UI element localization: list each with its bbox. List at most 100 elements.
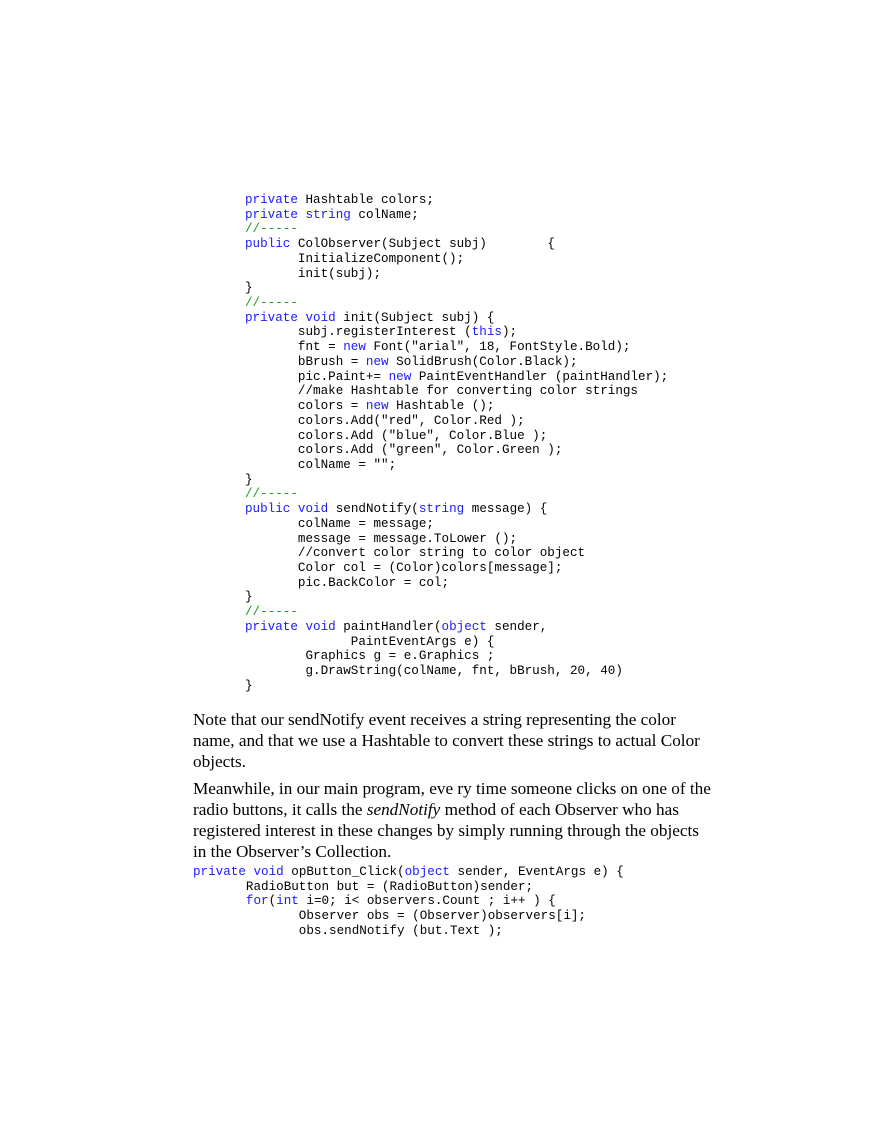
code-comment: //----- <box>245 605 298 620</box>
code-line: private void opButton_Click(object sende… <box>193 865 624 880</box>
code-line: bBrush = new SolidBrush(Color.Black); <box>245 355 668 370</box>
code-keyword: void <box>253 865 284 879</box>
code-text: //make Hashtable for converting color st… <box>245 384 638 399</box>
code-text: subj.registerInterest ( <box>245 325 472 340</box>
code-text: } <box>245 590 253 605</box>
code-line: colors.Add ("green", Color.Green ); <box>245 443 668 458</box>
code-text: colors.Add ("green", Color.Green ); <box>245 443 563 458</box>
code-line: RadioButton but = (RadioButton)sender; <box>193 880 624 895</box>
code-text: colors.Add ("blue", Color.Blue ); <box>245 428 548 443</box>
code-keyword: private <box>245 207 298 222</box>
code-line: private void init(Subject subj) { <box>245 311 668 326</box>
code-text: sender, EventArgs e) { <box>449 865 624 879</box>
paragraph-emphasis-sendnotify: sendNotify <box>366 800 441 820</box>
code-keyword: int <box>276 894 299 909</box>
code-text: message) { <box>464 502 548 517</box>
code-line: Graphics g = e.Graphics ; <box>245 649 668 664</box>
code-keyword: private <box>245 619 298 634</box>
code-text: ( <box>268 894 277 909</box>
code-keyword: new <box>343 340 366 355</box>
code-keyword: void <box>305 619 336 634</box>
code-comment: //----- <box>245 296 298 311</box>
code-text: colors = <box>245 399 366 414</box>
code-text: colors.Add("red", Color.Red ); <box>245 413 525 428</box>
code-text: fnt = <box>245 340 344 355</box>
code-keyword: private <box>193 865 246 879</box>
code-keyword: object <box>404 865 450 879</box>
code-block-colobserver: private Hashtable colors;private string … <box>245 193 668 693</box>
code-line: PaintEventArgs e) { <box>245 635 668 650</box>
code-keyword: void <box>297 502 329 517</box>
code-line: InitializeComponent(); <box>245 252 668 267</box>
code-keyword: public <box>245 502 291 517</box>
code-text: opButton_Click( <box>283 865 405 879</box>
code-text: SolidBrush(Color.Black); <box>388 354 578 369</box>
code-keyword: this <box>471 325 502 340</box>
code-text: } <box>245 678 253 693</box>
code-text: ColObserver(Subject subj) { <box>290 237 555 252</box>
code-comment: //----- <box>245 222 298 237</box>
paragraph-text-before: Meanwhile, in our main program, eve ry t… <box>193 779 711 820</box>
code-text: init(subj); <box>245 266 382 281</box>
code-line: //convert color string to color object <box>245 546 668 561</box>
code-text: PaintEventHandler (paintHandler); <box>411 369 669 384</box>
code-line: Observer obs = (Observer)observers[i]; <box>193 909 624 924</box>
code-keyword: private <box>245 193 298 207</box>
code-text: obs.sendNotify (but.Text ); <box>193 923 503 938</box>
code-text: InitializeComponent(); <box>245 251 465 266</box>
code-text: message = message.ToLower (); <box>245 531 518 546</box>
code-text: g.DrawString(colName, fnt, bBrush, 20, 4… <box>245 664 623 678</box>
code-line: private string colName; <box>245 208 668 223</box>
code-line: //----- <box>245 487 668 502</box>
code-keyword: void <box>305 310 336 325</box>
code-keyword: string <box>305 207 351 222</box>
code-text: } <box>245 281 253 296</box>
code-line: colName = ""; <box>245 458 668 473</box>
code-line: private void paintHandler(object sender, <box>245 620 668 635</box>
code-keyword: public <box>245 237 291 252</box>
code-line: //----- <box>245 296 668 311</box>
code-text: ); <box>501 325 518 340</box>
code-line: init(subj); <box>245 267 668 282</box>
code-line: } <box>245 679 668 694</box>
code-text: } <box>245 472 253 487</box>
code-text: pic.BackColor = col; <box>245 575 450 590</box>
code-text: i=0; i< observers.Count ; i++ ) { <box>298 894 556 909</box>
code-line: //----- <box>245 605 668 620</box>
code-text: Hashtable (); <box>388 399 495 414</box>
code-comment: //----- <box>245 487 298 502</box>
code-line: for(int i=0; i< observers.Count ; i++ ) … <box>193 894 624 909</box>
code-text: init(Subject subj) { <box>335 310 495 325</box>
code-line: pic.Paint+= new PaintEventHandler (paint… <box>245 370 668 385</box>
code-line: pic.BackColor = col; <box>245 576 668 591</box>
code-text: bBrush = <box>245 354 366 369</box>
code-text: Observer obs = (Observer)observers[i]; <box>193 909 586 924</box>
code-line: subj.registerInterest (this); <box>245 325 668 340</box>
code-keyword: for <box>245 894 269 909</box>
code-line: public ColObserver(Subject subj) { <box>245 237 668 252</box>
code-text: sendNotify( <box>328 502 419 517</box>
code-text: Font("arial", 18, FontStyle.Bold); <box>365 340 631 355</box>
code-line: public void sendNotify(string message) { <box>245 502 668 517</box>
code-line: colors.Add ("blue", Color.Blue ); <box>245 429 668 444</box>
code-line: } <box>245 473 668 488</box>
code-line: //make Hashtable for converting color st… <box>245 384 668 399</box>
paragraph-hashtable-note: Note that our sendNotify event receives … <box>193 710 700 772</box>
code-text: Graphics g = e.Graphics ; <box>245 649 495 664</box>
code-keyword: new <box>365 354 389 369</box>
code-line: } <box>245 281 668 296</box>
code-text: Color col = (Color)colors[message]; <box>245 560 563 575</box>
code-keyword: new <box>388 369 412 384</box>
code-line: } <box>245 590 668 605</box>
code-keyword: string <box>418 502 465 517</box>
code-text: RadioButton but = (RadioButton)sender; <box>193 879 534 894</box>
code-line: Color col = (Color)colors[message]; <box>245 561 668 576</box>
code-line: colors.Add("red", Color.Red ); <box>245 414 668 429</box>
code-text <box>193 894 246 908</box>
code-keyword: new <box>365 399 389 414</box>
code-block-opbutton-click: private void opButton_Click(object sende… <box>193 865 624 939</box>
code-text: colName = ""; <box>245 457 397 472</box>
paragraph-main-program: Meanwhile, in our main program, eve ry t… <box>193 778 713 862</box>
code-line: message = message.ToLower (); <box>245 532 668 547</box>
